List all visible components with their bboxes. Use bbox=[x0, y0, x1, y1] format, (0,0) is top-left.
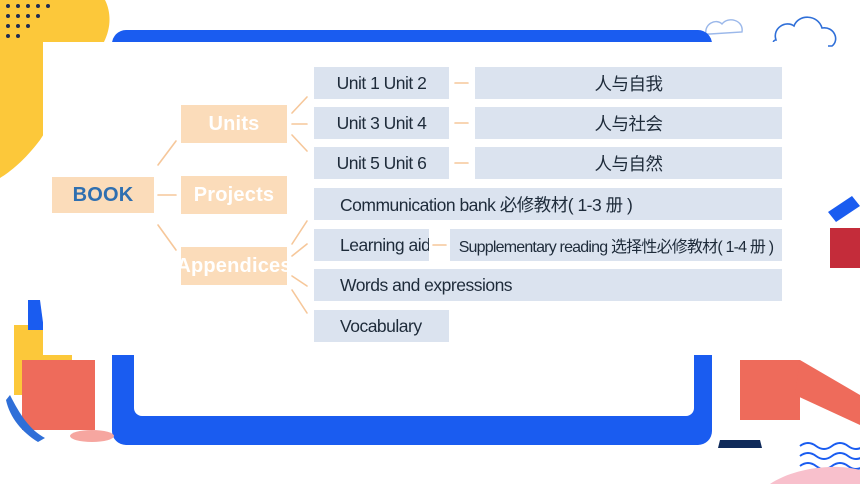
connector-appendices-communication bbox=[291, 220, 308, 245]
theme-society: 人与社会 bbox=[475, 107, 782, 139]
supplementary-reading-node: Supplementary reading 选择性必修教材( 1-4 册 ) bbox=[450, 229, 782, 261]
words-expressions-node: Words and expressions bbox=[314, 269, 782, 301]
learning-aid-node: Learning aid bbox=[314, 229, 429, 261]
projects-node: Projects bbox=[181, 176, 287, 214]
theme-self: 人与自我 bbox=[475, 67, 782, 99]
appendices-node: Appendices bbox=[181, 247, 287, 285]
connector-book-appendices bbox=[157, 224, 177, 251]
cloud-icon bbox=[705, 19, 743, 35]
connector-units-row1 bbox=[291, 96, 308, 114]
vocabulary-node: Vocabulary bbox=[314, 310, 449, 342]
unit-pair-3-4: Unit 3 Unit 4 bbox=[314, 107, 449, 139]
unit-pair-1-2: Unit 1 Unit 2 bbox=[314, 67, 449, 99]
dot-pattern bbox=[6, 4, 50, 38]
connector-units-row3 bbox=[291, 134, 308, 152]
connector-appendices-learning bbox=[291, 243, 308, 257]
connector-book-units bbox=[157, 140, 177, 166]
connector-appendices-vocabulary bbox=[291, 289, 308, 314]
pencil-icon bbox=[828, 196, 860, 222]
book-node: BOOK bbox=[52, 177, 154, 213]
connector-appendices-words bbox=[291, 275, 308, 287]
theme-nature: 人与自然 bbox=[475, 147, 782, 179]
unit-pair-5-6: Unit 5 Unit 6 bbox=[314, 147, 449, 179]
communication-bank-node: Communication bank 必修教材( 1-3 册 ) bbox=[314, 188, 782, 220]
units-node: Units bbox=[181, 105, 287, 143]
